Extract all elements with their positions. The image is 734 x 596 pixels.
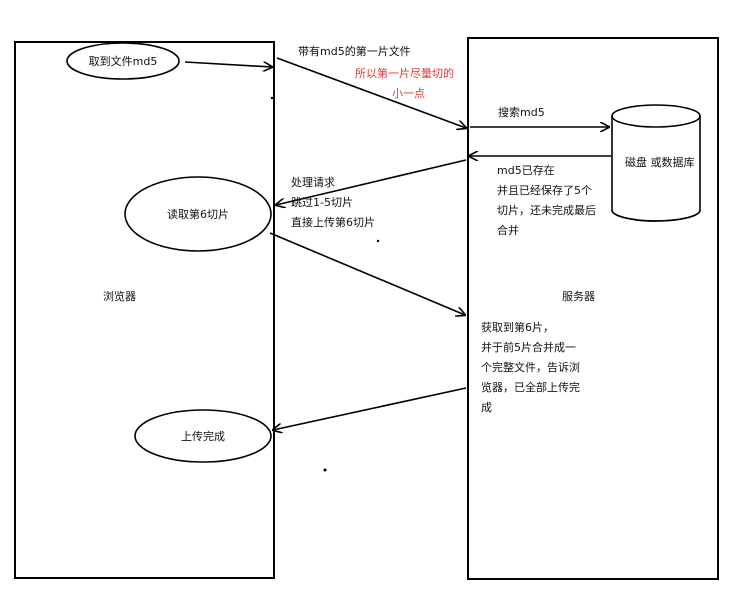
browser-label: 浏览器 (103, 290, 136, 303)
upload-done-label: 上传完成 (181, 429, 225, 443)
read-slice-label: 读取第6切片 (167, 207, 229, 221)
note-first-slice-line2: 小一点 (392, 87, 425, 100)
arrow-upload-slice6 (269, 232, 465, 315)
msg-md5-exists-line1: md5已存在 (497, 164, 555, 177)
note-first-slice-line1: 所以第一片尽量切的 (355, 67, 454, 80)
arrow-upload-done (273, 387, 467, 430)
read-slice-ellipse (124, 176, 272, 252)
upload-done-ellipse (134, 409, 272, 463)
arrow-first-slice (276, 57, 466, 128)
get-md5-label: 取到文件md5 (88, 54, 158, 68)
msg-handle-line2: 跳过1-5切片 (291, 196, 353, 209)
server-lane (467, 37, 719, 580)
server-label: 服务器 (562, 290, 595, 303)
msg-send-first: 带有md5的第一片文件 (298, 45, 411, 58)
msg-md5-exists-line3: 切片，还未完成最后 (497, 204, 596, 217)
stray-dot (376, 239, 380, 243)
msg-merge-line5: 成 (481, 401, 492, 414)
msg-handle-line3: 直接上传第6切片 (291, 216, 375, 229)
msg-merge-line4: 览器，已全部上传完 (481, 381, 580, 394)
stray-dot (270, 96, 274, 100)
browser-lane (14, 41, 275, 579)
arrow-md5-to-lane (184, 61, 272, 67)
msg-md5-exists-line4: 合并 (497, 224, 519, 237)
msg-merge-line2: 并于前5片合并成一 (481, 341, 576, 354)
stray-dot (323, 468, 327, 472)
msg-handle-line1: 处理请求 (291, 176, 335, 189)
storage-cylinder (611, 104, 701, 222)
msg-merge-line1: 获取到第6片， (481, 321, 554, 334)
msg-search-md5: 搜索md5 (498, 106, 545, 119)
get-md5-ellipse (66, 42, 180, 80)
msg-md5-exists-line2: 并且已经保存了5个 (497, 184, 592, 197)
arrow-handle-request (276, 159, 467, 205)
storage-label: 磁盘 或数据库 (625, 156, 695, 169)
msg-merge-line3: 个完整文件，告诉浏 (481, 361, 580, 374)
